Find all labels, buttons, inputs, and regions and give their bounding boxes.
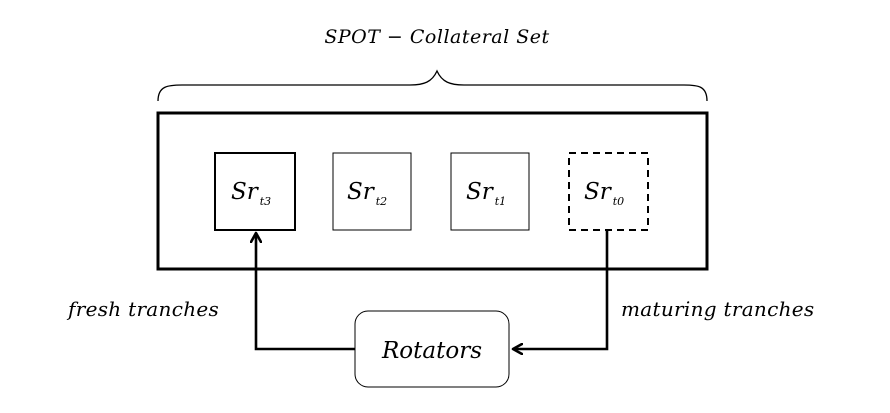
curly-brace [157, 69, 708, 102]
maturing-tranches-label: maturing tranches [621, 297, 815, 321]
tranche-subscript-t2: t2 [376, 195, 387, 208]
tranche-label-t3: Sr [231, 179, 260, 205]
fresh-tranches-arrow [256, 234, 355, 351]
tranche-subscript-t0: t0 [613, 195, 624, 208]
tranche-label-t2: Sr [347, 179, 376, 205]
rotators-box: Rotators [354, 310, 510, 388]
tranche-subscript-t1: t1 [495, 195, 506, 208]
tranche-subscript-t3: t3 [260, 195, 271, 208]
diagram-title: SPOT − Collateral Set [324, 26, 549, 48]
fresh-tranches-label: fresh tranches [66, 297, 219, 321]
collateral-set-container [156, 111, 709, 271]
tranche-label-t1: Sr [466, 179, 495, 205]
rotators-label: Rotators [381, 338, 482, 364]
tranche-label-t0: Sr [584, 179, 613, 205]
maturing-tranches-arrow [514, 230, 609, 349]
